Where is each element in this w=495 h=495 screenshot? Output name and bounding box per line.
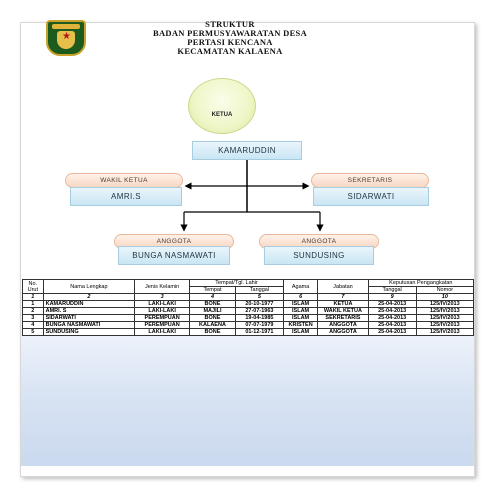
emblem-star-icon: ★: [62, 31, 71, 42]
header-nama: Nama Lengkap: [42, 279, 136, 294]
table-row: 4 BUNGA NASMAWATI PEREMPUAN KALAENA 07-0…: [22, 321, 475, 329]
header-agama: Agama: [282, 279, 319, 294]
cell-tempat: BONE: [189, 328, 236, 336]
cell-tanggal: 27-07-1963: [234, 307, 284, 315]
cell-jabatan: ANGGOTA: [317, 328, 369, 336]
emblem-ribbon: [52, 24, 80, 29]
header-jabatan: Jabatan: [317, 279, 369, 294]
column-number: 1: [22, 293, 44, 301]
emblem-shield: [57, 31, 75, 49]
table-header-row: No. Urut Nama Lengkap Jenis Kelamin Temp…: [22, 279, 475, 294]
column-number: 2: [42, 293, 136, 301]
cell-no: 4: [22, 321, 44, 329]
cell-agama: ISLAM: [282, 314, 319, 322]
header-tanggal: Tanggal: [234, 286, 284, 294]
cell-nama: SUNDUSING: [42, 328, 136, 336]
cell-kep-nomor: 125/IV/2013: [415, 300, 475, 308]
cell-kep-nomor: 125/IV/2013: [415, 314, 475, 322]
cell-tanggal: 20-10-1977: [234, 300, 284, 308]
column-number: 4: [189, 293, 236, 301]
sekretaris-role-pill: SEKRETARIS: [311, 173, 429, 188]
title-line-3: PERTASI KENCANA: [187, 37, 273, 47]
wakil-ketua-role-pill: WAKIL KETUA: [65, 173, 183, 188]
cell-nama: SIDARWATI: [42, 314, 136, 322]
column-number: 10: [415, 293, 475, 301]
header-tempat: Tempat: [189, 286, 236, 294]
ketua-role-label: KETUA: [211, 112, 233, 118]
cell-kep-nomor: 125/IV/2013: [415, 307, 475, 315]
member-table: No. Urut Nama Lengkap Jenis Kelamin Temp…: [22, 279, 475, 336]
cell-jenis-kelamin: LAKI-LAKI: [134, 328, 191, 336]
cell-kep-tanggal: 25-04-2013: [367, 321, 417, 329]
cell-tempat: MAJILI: [189, 307, 236, 315]
cell-jenis-kelamin: LAKI-LAKI: [134, 300, 191, 308]
cell-tempat: BONE: [189, 314, 236, 322]
cell-jenis-kelamin: LAKI-LAKI: [134, 307, 191, 315]
ketua-name-box: KAMARUDDIN: [192, 141, 302, 160]
cell-kep-tanggal: 25-04-2013: [367, 314, 417, 322]
column-number: 7: [317, 293, 369, 301]
cell-kep-tanggal: 25-04-2013: [367, 307, 417, 315]
cell-tanggal: 07-07-1979: [234, 321, 284, 329]
header-no: No. Urut: [22, 279, 44, 294]
header-kep-nomor: Nomor: [415, 286, 475, 294]
cell-no: 5: [22, 328, 44, 336]
header-keputusan: Keputusan Pengangkatan: [367, 279, 475, 287]
cell-tempat: KALAENA: [189, 321, 236, 329]
wakil-ketua-name-box: AMRI.S: [70, 187, 182, 206]
cell-kep-nomor: 125/IV/2013: [415, 328, 475, 336]
header-ttl: Tempat/Tgl. Lahir: [189, 279, 284, 287]
header-jenis-kelamin: Jenis Kelamin: [134, 279, 191, 294]
column-number: 5: [234, 293, 284, 301]
cell-no: 2: [22, 307, 44, 315]
table-row: 5 SUNDUSING LAKI-LAKI BONE 01-12-1971 IS…: [22, 328, 475, 336]
cell-jabatan: WAKIL KETUA: [317, 307, 369, 315]
cell-nama: KAMARUDDIN: [42, 300, 136, 308]
anggota-2-name-box: SUNDUSING: [264, 246, 374, 265]
document-title: STRUKTUR BADAN PERMUSYAWARATAN DESA PERT…: [130, 20, 330, 56]
title-line-4: KECAMATAN KALAENA: [177, 46, 283, 56]
cell-agama: ISLAM: [282, 307, 319, 315]
cell-tanggal: 19-04-1985: [234, 314, 284, 322]
cell-agama: ISLAM: [282, 300, 319, 308]
cell-kep-nomor: 125/IV/2013: [415, 321, 475, 329]
column-number-row: 1 2 3 4 5 6 7 9 10: [22, 293, 475, 301]
cell-agama: ISLAM: [282, 328, 319, 336]
title-line-1: STRUKTUR: [205, 19, 255, 29]
cell-agama: KRISTEN: [282, 321, 319, 329]
header-kep-tanggal: Tanggal: [367, 286, 417, 294]
cell-no: 3: [22, 314, 44, 322]
column-number: 9: [367, 293, 417, 301]
anggota-1-name-box: BUNGA NASMAWATI: [118, 246, 230, 265]
cell-kep-tanggal: 25-04-2013: [367, 328, 417, 336]
table-row: 2 AMRI. S LAKI-LAKI MAJILI 27-07-1963 IS…: [22, 307, 475, 315]
cell-no: 1: [22, 300, 44, 308]
cell-jenis-kelamin: PEREMPUAN: [134, 321, 191, 329]
column-number: 6: [282, 293, 319, 301]
ketua-oval: [188, 78, 256, 134]
cell-kep-tanggal: 25-04-2013: [367, 300, 417, 308]
cell-tanggal: 01-12-1971: [234, 328, 284, 336]
regency-emblem-logo: ★: [46, 20, 86, 56]
cell-jabatan: SEKRETARIS: [317, 314, 369, 322]
cell-jenis-kelamin: PEREMPUAN: [134, 314, 191, 322]
cell-jabatan: KETUA: [317, 300, 369, 308]
title-line-2: BADAN PERMUSYAWARATAN DESA: [152, 28, 308, 38]
table-row: 3 SIDARWATI PEREMPUAN BONE 19-04-1985 IS…: [22, 314, 475, 322]
table-row: 1 KAMARUDDIN LAKI-LAKI BONE 20-10-1977 I…: [22, 300, 475, 308]
cell-tempat: BONE: [189, 300, 236, 308]
sekretaris-name-box: SIDARWATI: [313, 187, 429, 206]
column-number: 3: [134, 293, 191, 301]
cell-nama: BUNGA NASMAWATI: [42, 321, 136, 329]
cell-nama: AMRI. S: [42, 307, 136, 315]
cell-jabatan: ANGGOTA: [317, 321, 369, 329]
